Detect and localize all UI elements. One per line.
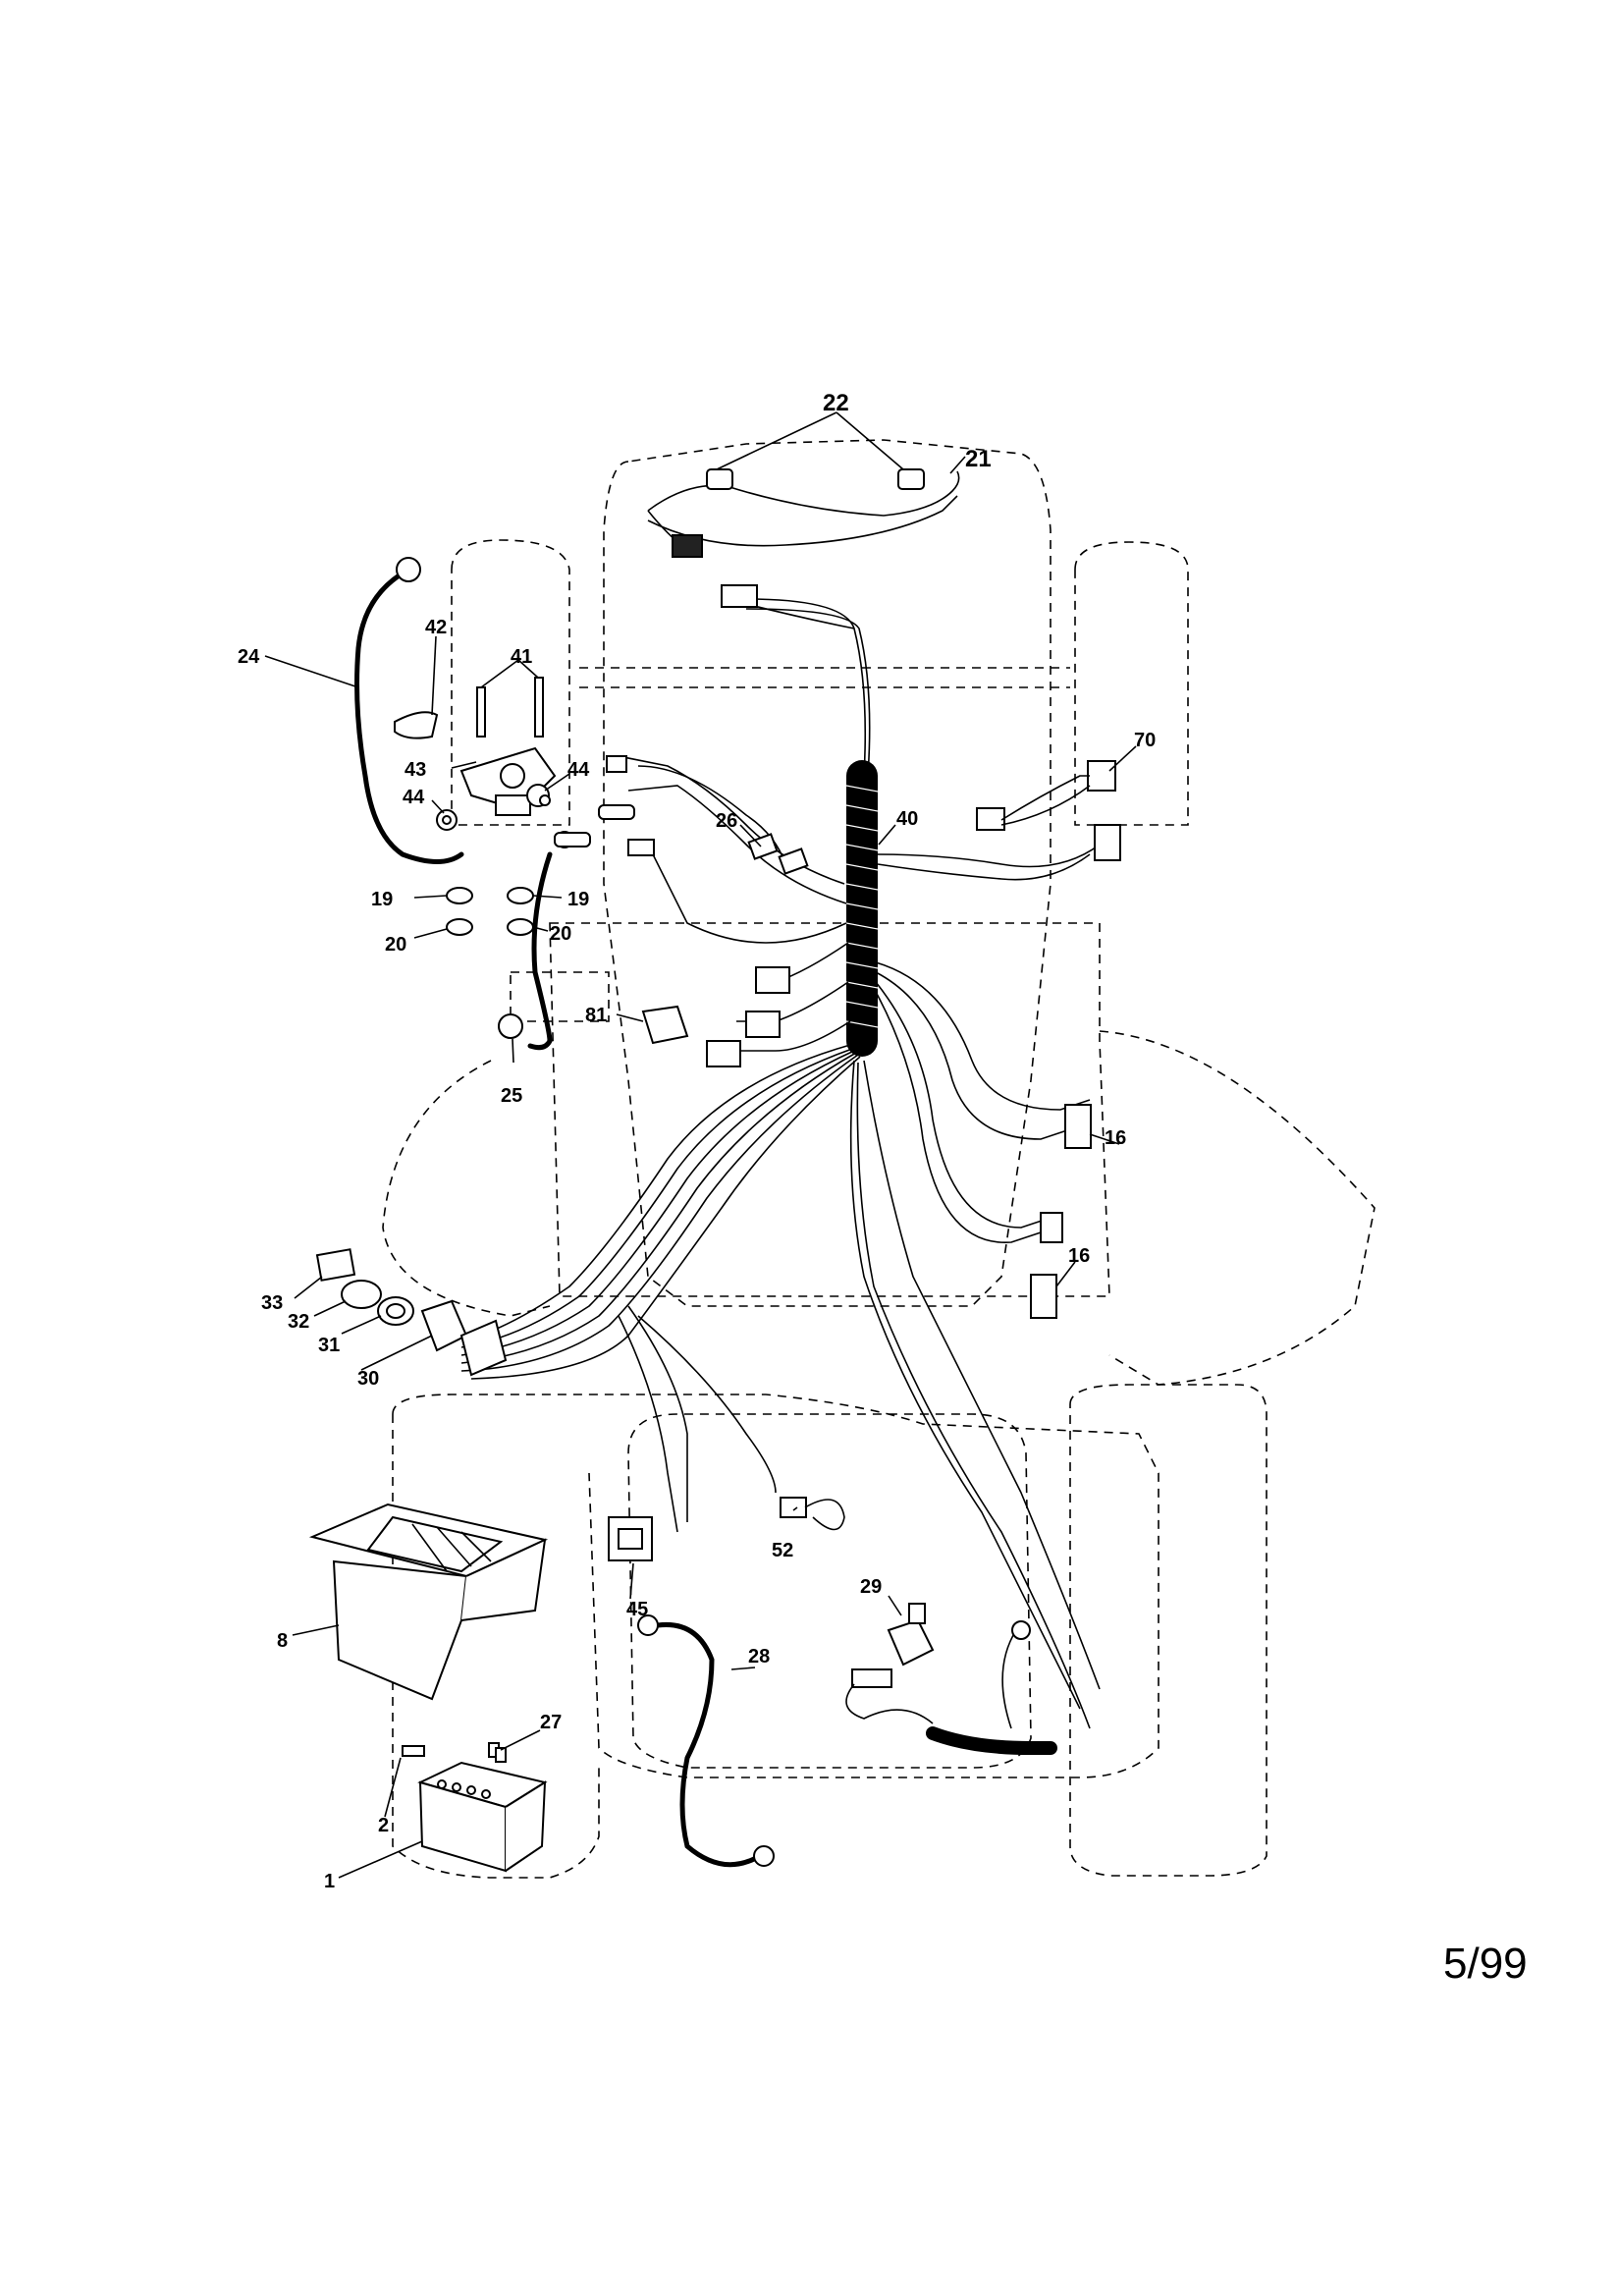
callout-labels: 22 21 24 42 41 43 44 44 19 19 20 20 25 8… — [238, 390, 1156, 1892]
callout-8: 8 — [277, 1630, 288, 1652]
right-connectors — [976, 760, 1121, 1319]
callout-45: 45 — [626, 1599, 648, 1620]
callout-16-lower: 16 — [1068, 1245, 1090, 1267]
callout-1: 1 — [324, 1871, 335, 1892]
callout-24: 24 — [238, 646, 260, 668]
callout-70: 70 — [1134, 730, 1156, 751]
callout-42: 42 — [425, 617, 447, 638]
callout-27: 27 — [540, 1712, 562, 1733]
solenoid-assembly — [354, 557, 573, 1051]
headlight-bulb-left — [706, 468, 733, 490]
ignition-parts — [315, 1248, 508, 1377]
callout-52: 52 — [772, 1540, 793, 1561]
callout-44-left: 44 — [403, 787, 425, 808]
callout-44-right: 44 — [567, 759, 590, 781]
callout-2: 2 — [378, 1815, 389, 1836]
pto-switch — [845, 1603, 1057, 1755]
headlight-connector — [672, 534, 703, 558]
leader-lines — [264, 411, 1137, 1879]
callout-30: 30 — [357, 1368, 379, 1390]
battery-box — [308, 1503, 549, 1701]
callout-25: 25 — [501, 1085, 522, 1107]
main-harness — [460, 598, 1115, 1729]
callout-32: 32 — [288, 1311, 309, 1333]
headlight-bulb-right — [897, 468, 925, 490]
callout-33: 33 — [261, 1292, 283, 1314]
callout-16-upper: 16 — [1105, 1127, 1126, 1149]
battery — [402, 1742, 548, 1873]
callout-20-left: 20 — [385, 934, 406, 956]
callout-19-right: 19 — [567, 889, 589, 910]
tractor-outline — [382, 439, 1375, 1879]
callout-19-left: 19 — [371, 889, 393, 910]
callout-31: 31 — [318, 1335, 340, 1356]
callout-21: 21 — [965, 446, 992, 472]
callout-41: 41 — [511, 646, 532, 668]
headlight-harness — [647, 468, 960, 629]
callout-22: 22 — [823, 390, 849, 416]
harness-connector-top — [721, 584, 758, 608]
callout-29: 29 — [860, 1576, 882, 1598]
upper-connectors — [554, 755, 786, 865]
callout-43: 43 — [404, 759, 426, 781]
callout-26: 26 — [716, 810, 737, 832]
rear-parts — [608, 1497, 845, 1561]
ground-cable — [637, 1614, 775, 1868]
callout-81: 81 — [585, 1005, 607, 1026]
revision-date: 5/99 — [1443, 1940, 1528, 1988]
callout-40: 40 — [896, 808, 918, 830]
relays — [641, 833, 809, 1067]
callout-20-right: 20 — [550, 923, 571, 945]
callout-28: 28 — [748, 1646, 770, 1667]
